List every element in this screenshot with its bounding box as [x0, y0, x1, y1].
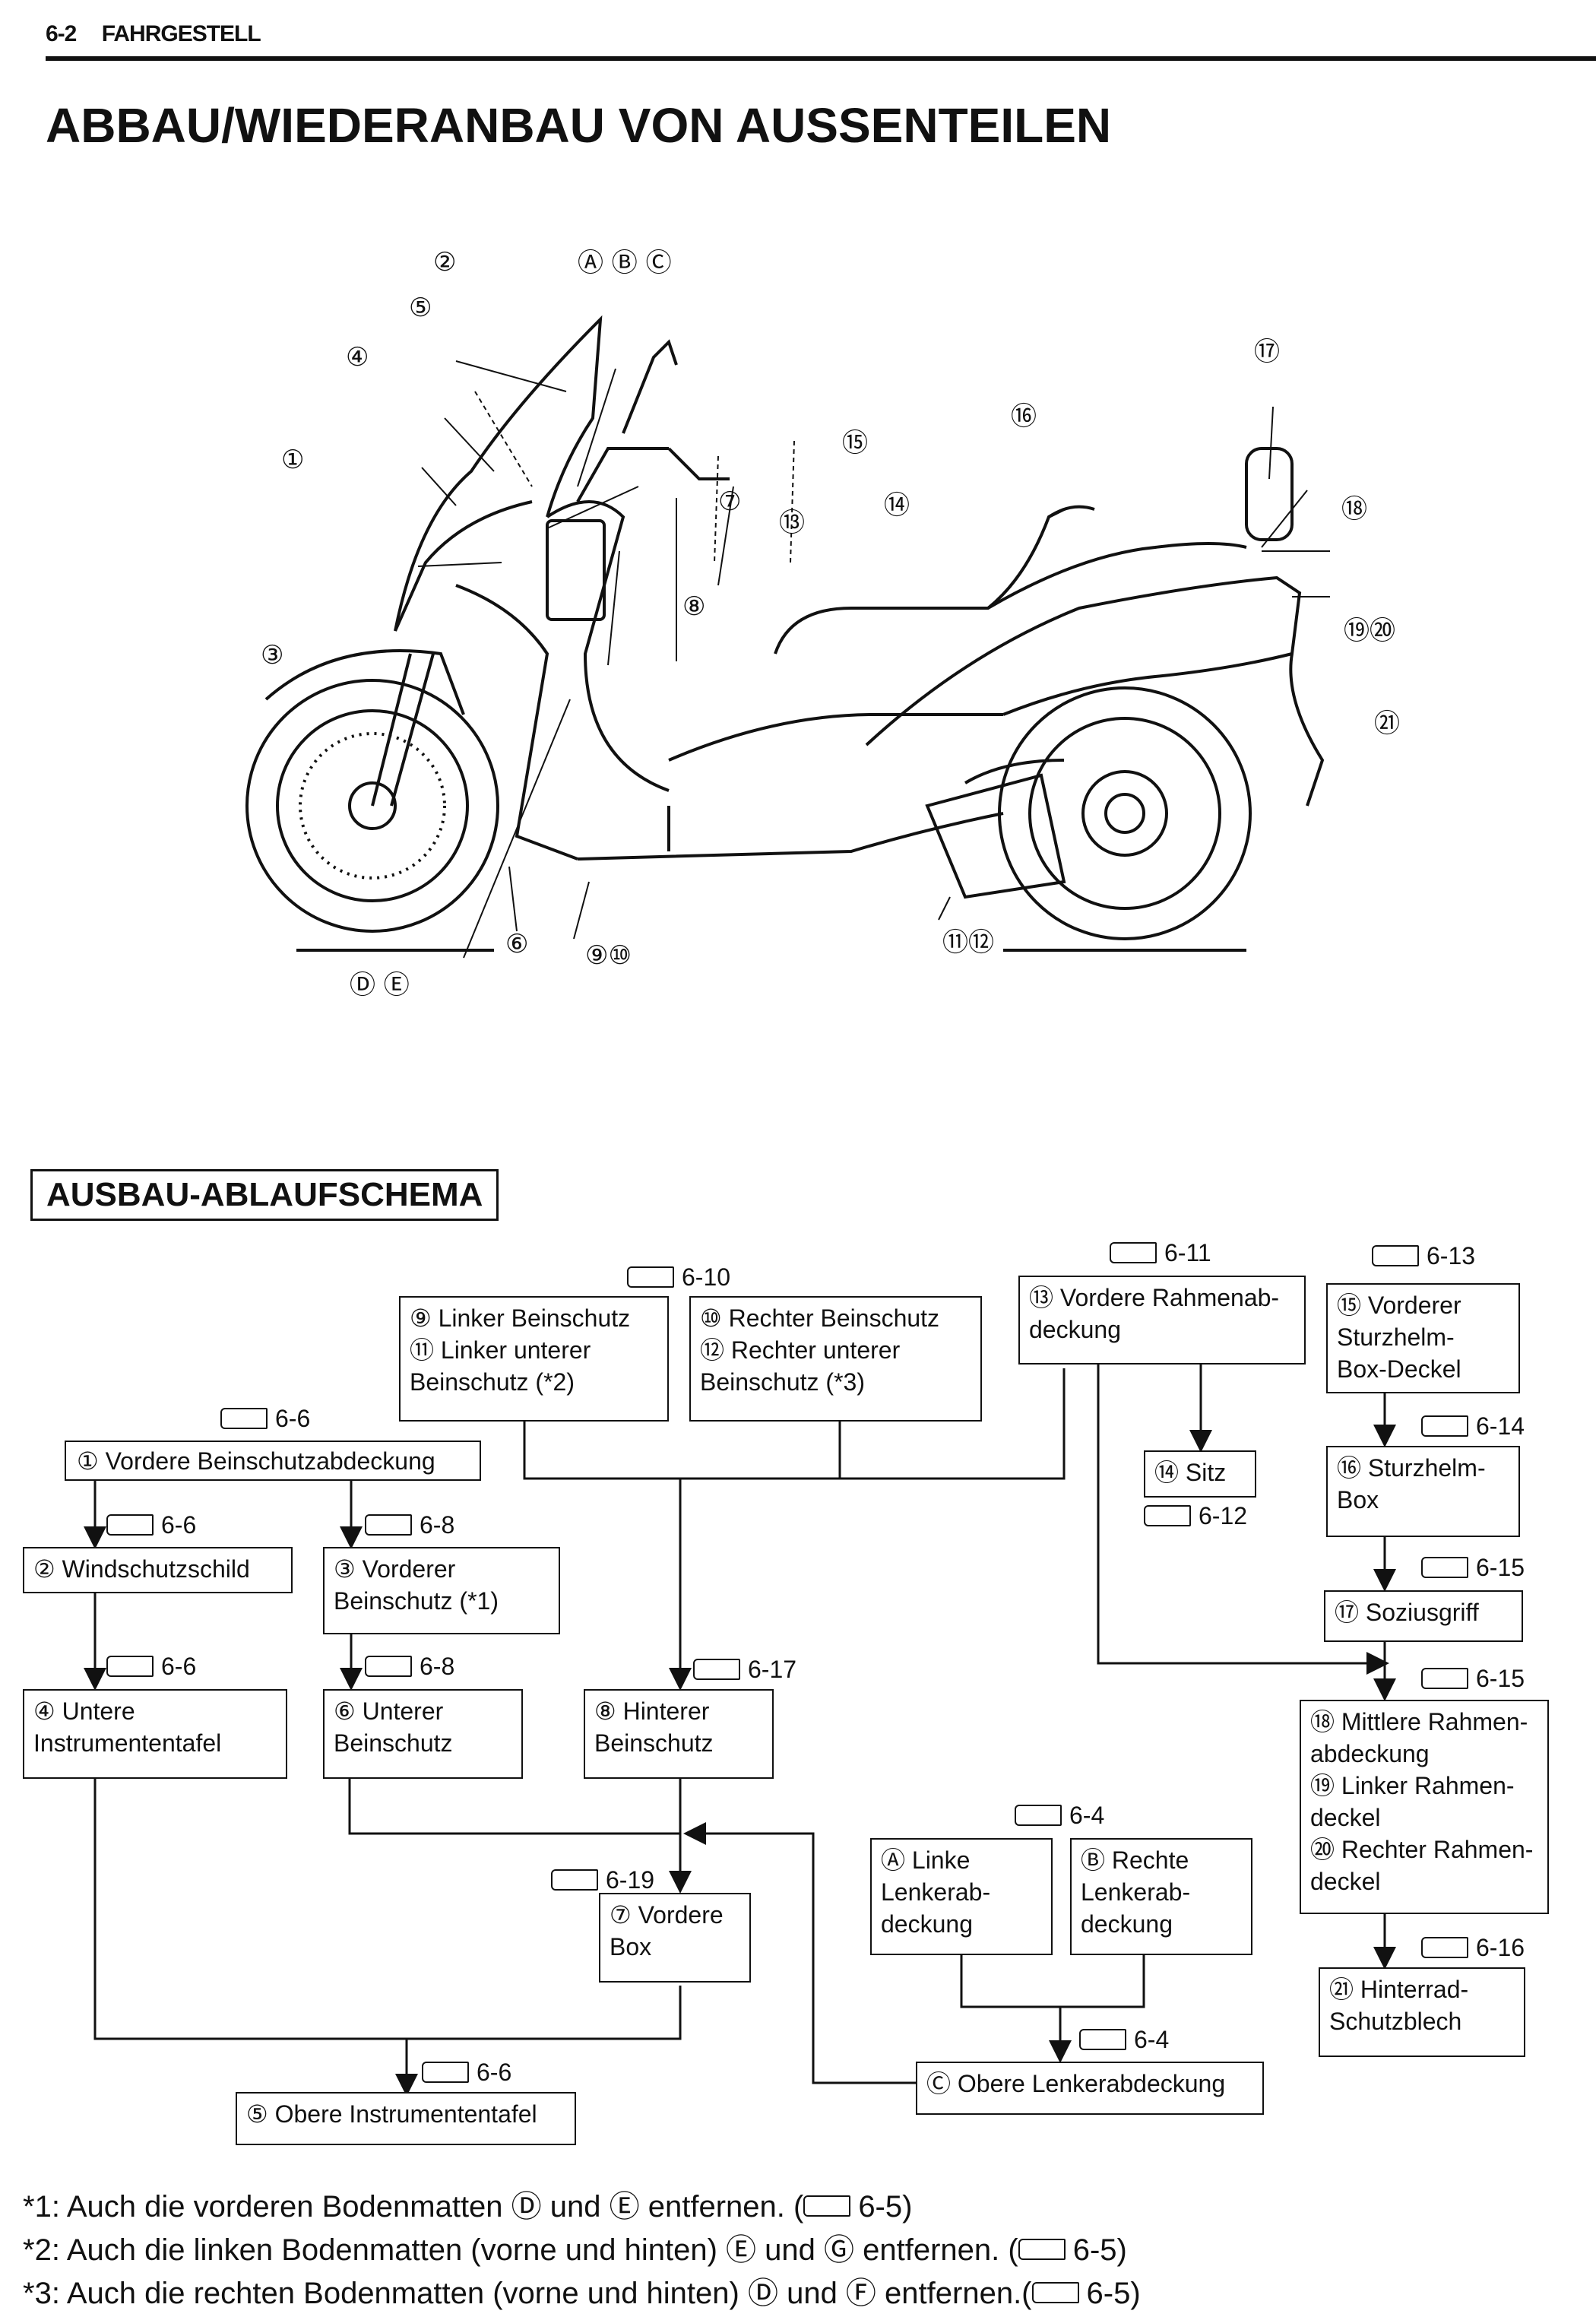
chapter-name: FAHRGESTELL — [101, 21, 261, 46]
callout-21: ㉑ — [1374, 708, 1400, 739]
callout-9-10: ⑨⑩ — [585, 940, 632, 971]
box-a-left-handlebar-cover: Ⓐ Linke Lenkerab- deckung — [870, 1838, 1053, 1955]
callout-2: ② — [433, 247, 457, 277]
reference-icon — [422, 2061, 469, 2083]
box-b-right-handlebar-cover: Ⓑ Rechte Lenkerab- deckung — [1070, 1838, 1252, 1955]
callout-14: ⑭ — [884, 490, 910, 521]
box-6-lower-legshield: ⑥ Unterer Beinschutz — [323, 1689, 523, 1779]
reference-icon — [1421, 1415, 1468, 1437]
callout-17: ⑰ — [1254, 337, 1280, 367]
ref-box-2: 6-6 — [106, 1511, 196, 1539]
ref-box-a-b: 6-4 — [1015, 1802, 1104, 1830]
box-16-helmet-box: ⑯ Sturzhelm- Box — [1326, 1446, 1520, 1537]
footnote-1: *1: Auch die vorderen Bodenmatten Ⓓ und … — [23, 2190, 913, 2223]
reference-icon — [1421, 1556, 1468, 1578]
box-8-rear-legshield: ⑧ Hinterer Beinschutz — [584, 1689, 774, 1779]
reference-icon — [1015, 1804, 1062, 1826]
box-21-rear-fender: ㉑ Hinterrad- Schutzblech — [1319, 1967, 1525, 2057]
ref-box-21: 6-16 — [1421, 1934, 1525, 1962]
ref-box-5: 6-6 — [422, 2059, 511, 2087]
reference-icon — [365, 1513, 412, 1536]
box-3-front-legshield: ③ Vorderer Beinschutz (*1) — [323, 1547, 560, 1634]
box-13-front-frame-cover: ⑬ Vordere Rahmenab- deckung — [1018, 1276, 1306, 1365]
footnote-3: *3: Auch die rechten Bodenmatten (vorne … — [23, 2277, 1141, 2310]
ref-box-7: 6-19 — [551, 1866, 654, 1894]
reference-icon — [1079, 2028, 1126, 2050]
callout-11-12: ⑪⑫ — [942, 927, 994, 958]
callout-5: ⑤ — [409, 293, 432, 323]
reference-icon — [106, 1655, 154, 1677]
reference-icon — [1372, 1244, 1419, 1266]
reference-icon — [1421, 1667, 1468, 1689]
box-7-front-box: ⑦ Vordere Box — [599, 1893, 751, 1983]
callout-1: ① — [281, 445, 305, 475]
callout-16: ⑯ — [1011, 401, 1037, 432]
ref-box-16: 6-14 — [1421, 1412, 1525, 1441]
box-5-upper-instrument-panel: ⑤ Obere Instrumententafel — [236, 2092, 576, 2145]
ref-box-c: 6-4 — [1079, 2026, 1169, 2054]
reference-icon — [1144, 1504, 1191, 1526]
callout-abc: Ⓐ Ⓑ Ⓒ — [578, 248, 672, 278]
box-c-upper-handlebar-cover: Ⓒ Obere Lenkerabdeckung — [916, 2062, 1264, 2115]
ref-box-4: 6-6 — [106, 1653, 196, 1681]
reference-icon — [1031, 2282, 1079, 2304]
ref-box-1: 6-6 — [220, 1405, 310, 1433]
callout-6: ⑥ — [505, 929, 529, 959]
footnote-2: *2: Auch die linken Bodenmatten (vorne u… — [23, 2233, 1127, 2267]
running-header: 6-2 FAHRGESTELL — [46, 21, 280, 47]
reference-icon — [365, 1655, 412, 1677]
callout-19-20: ⑲⑳ — [1344, 616, 1395, 646]
callout-4: ④ — [346, 342, 369, 372]
box-17-pillion-grip: ⑰ Soziusgriff — [1324, 1590, 1523, 1642]
page-title: ABBAU/WIEDERANBAU VON AUSSENTEILEN — [46, 98, 1112, 153]
reference-icon — [1110, 1241, 1157, 1263]
ref-box-18-20: 6-15 — [1421, 1665, 1525, 1693]
ref-box-9-12: 6-10 — [627, 1263, 730, 1292]
box-14-seat: ⑭ Sitz — [1144, 1450, 1256, 1498]
box-4-lower-instrument-panel: ④ Untere Instrumententafel — [23, 1689, 287, 1779]
callout-8: ⑧ — [682, 591, 706, 622]
reference-icon — [1018, 2239, 1066, 2261]
box-1-front-legshield-cover: ① Vordere Beinschutzabdeckung — [65, 1441, 481, 1481]
box-15-helmet-box-cover: ⑮ Vorderer Sturzhelm- Box-Deckel — [1326, 1283, 1520, 1393]
callout-13: ⑬ — [779, 508, 805, 538]
ref-box-8: 6-17 — [693, 1656, 796, 1684]
reference-icon — [551, 1868, 598, 1891]
page-number: 6-2 — [46, 21, 77, 46]
ref-box-14: 6-12 — [1144, 1502, 1247, 1530]
callout-3: ③ — [261, 640, 284, 670]
ref-box-17: 6-15 — [1421, 1554, 1525, 1582]
callout-15: ⑮ — [842, 428, 868, 458]
box-18-20-frame-covers: ⑱ Mittlere Rahmen- abdeckung ⑲ Linker Ra… — [1300, 1700, 1549, 1914]
callout-7: ⑦ — [718, 487, 742, 517]
reference-icon — [220, 1407, 268, 1429]
reference-icon — [803, 2195, 851, 2217]
reference-icon — [627, 1266, 674, 1288]
reference-icon — [1421, 1936, 1468, 1958]
ref-box-6: 6-8 — [365, 1653, 454, 1681]
scooter-illustration — [245, 315, 1330, 959]
ref-box-15: 6-13 — [1372, 1242, 1475, 1270]
callout-d-e: Ⓓ Ⓔ — [350, 970, 410, 1000]
header-rule — [46, 56, 1596, 61]
box-10-12-right-legshields: ⑩ Rechter Beinschutz ⑫ Rechter unterer B… — [689, 1296, 982, 1422]
reference-icon — [106, 1513, 154, 1536]
section-heading: AUSBAU-ABLAUFSCHEMA — [30, 1169, 499, 1221]
ref-box-3: 6-8 — [365, 1511, 454, 1539]
box-9-11-left-legshields: ⑨ Linker Beinschutz ⑪ Linker unterer Bei… — [399, 1296, 669, 1422]
reference-icon — [693, 1658, 740, 1680]
ref-box-13: 6-11 — [1110, 1239, 1211, 1267]
callout-18: ⑱ — [1341, 494, 1367, 525]
box-2-windscreen: ② Windschutzschild — [23, 1547, 293, 1593]
